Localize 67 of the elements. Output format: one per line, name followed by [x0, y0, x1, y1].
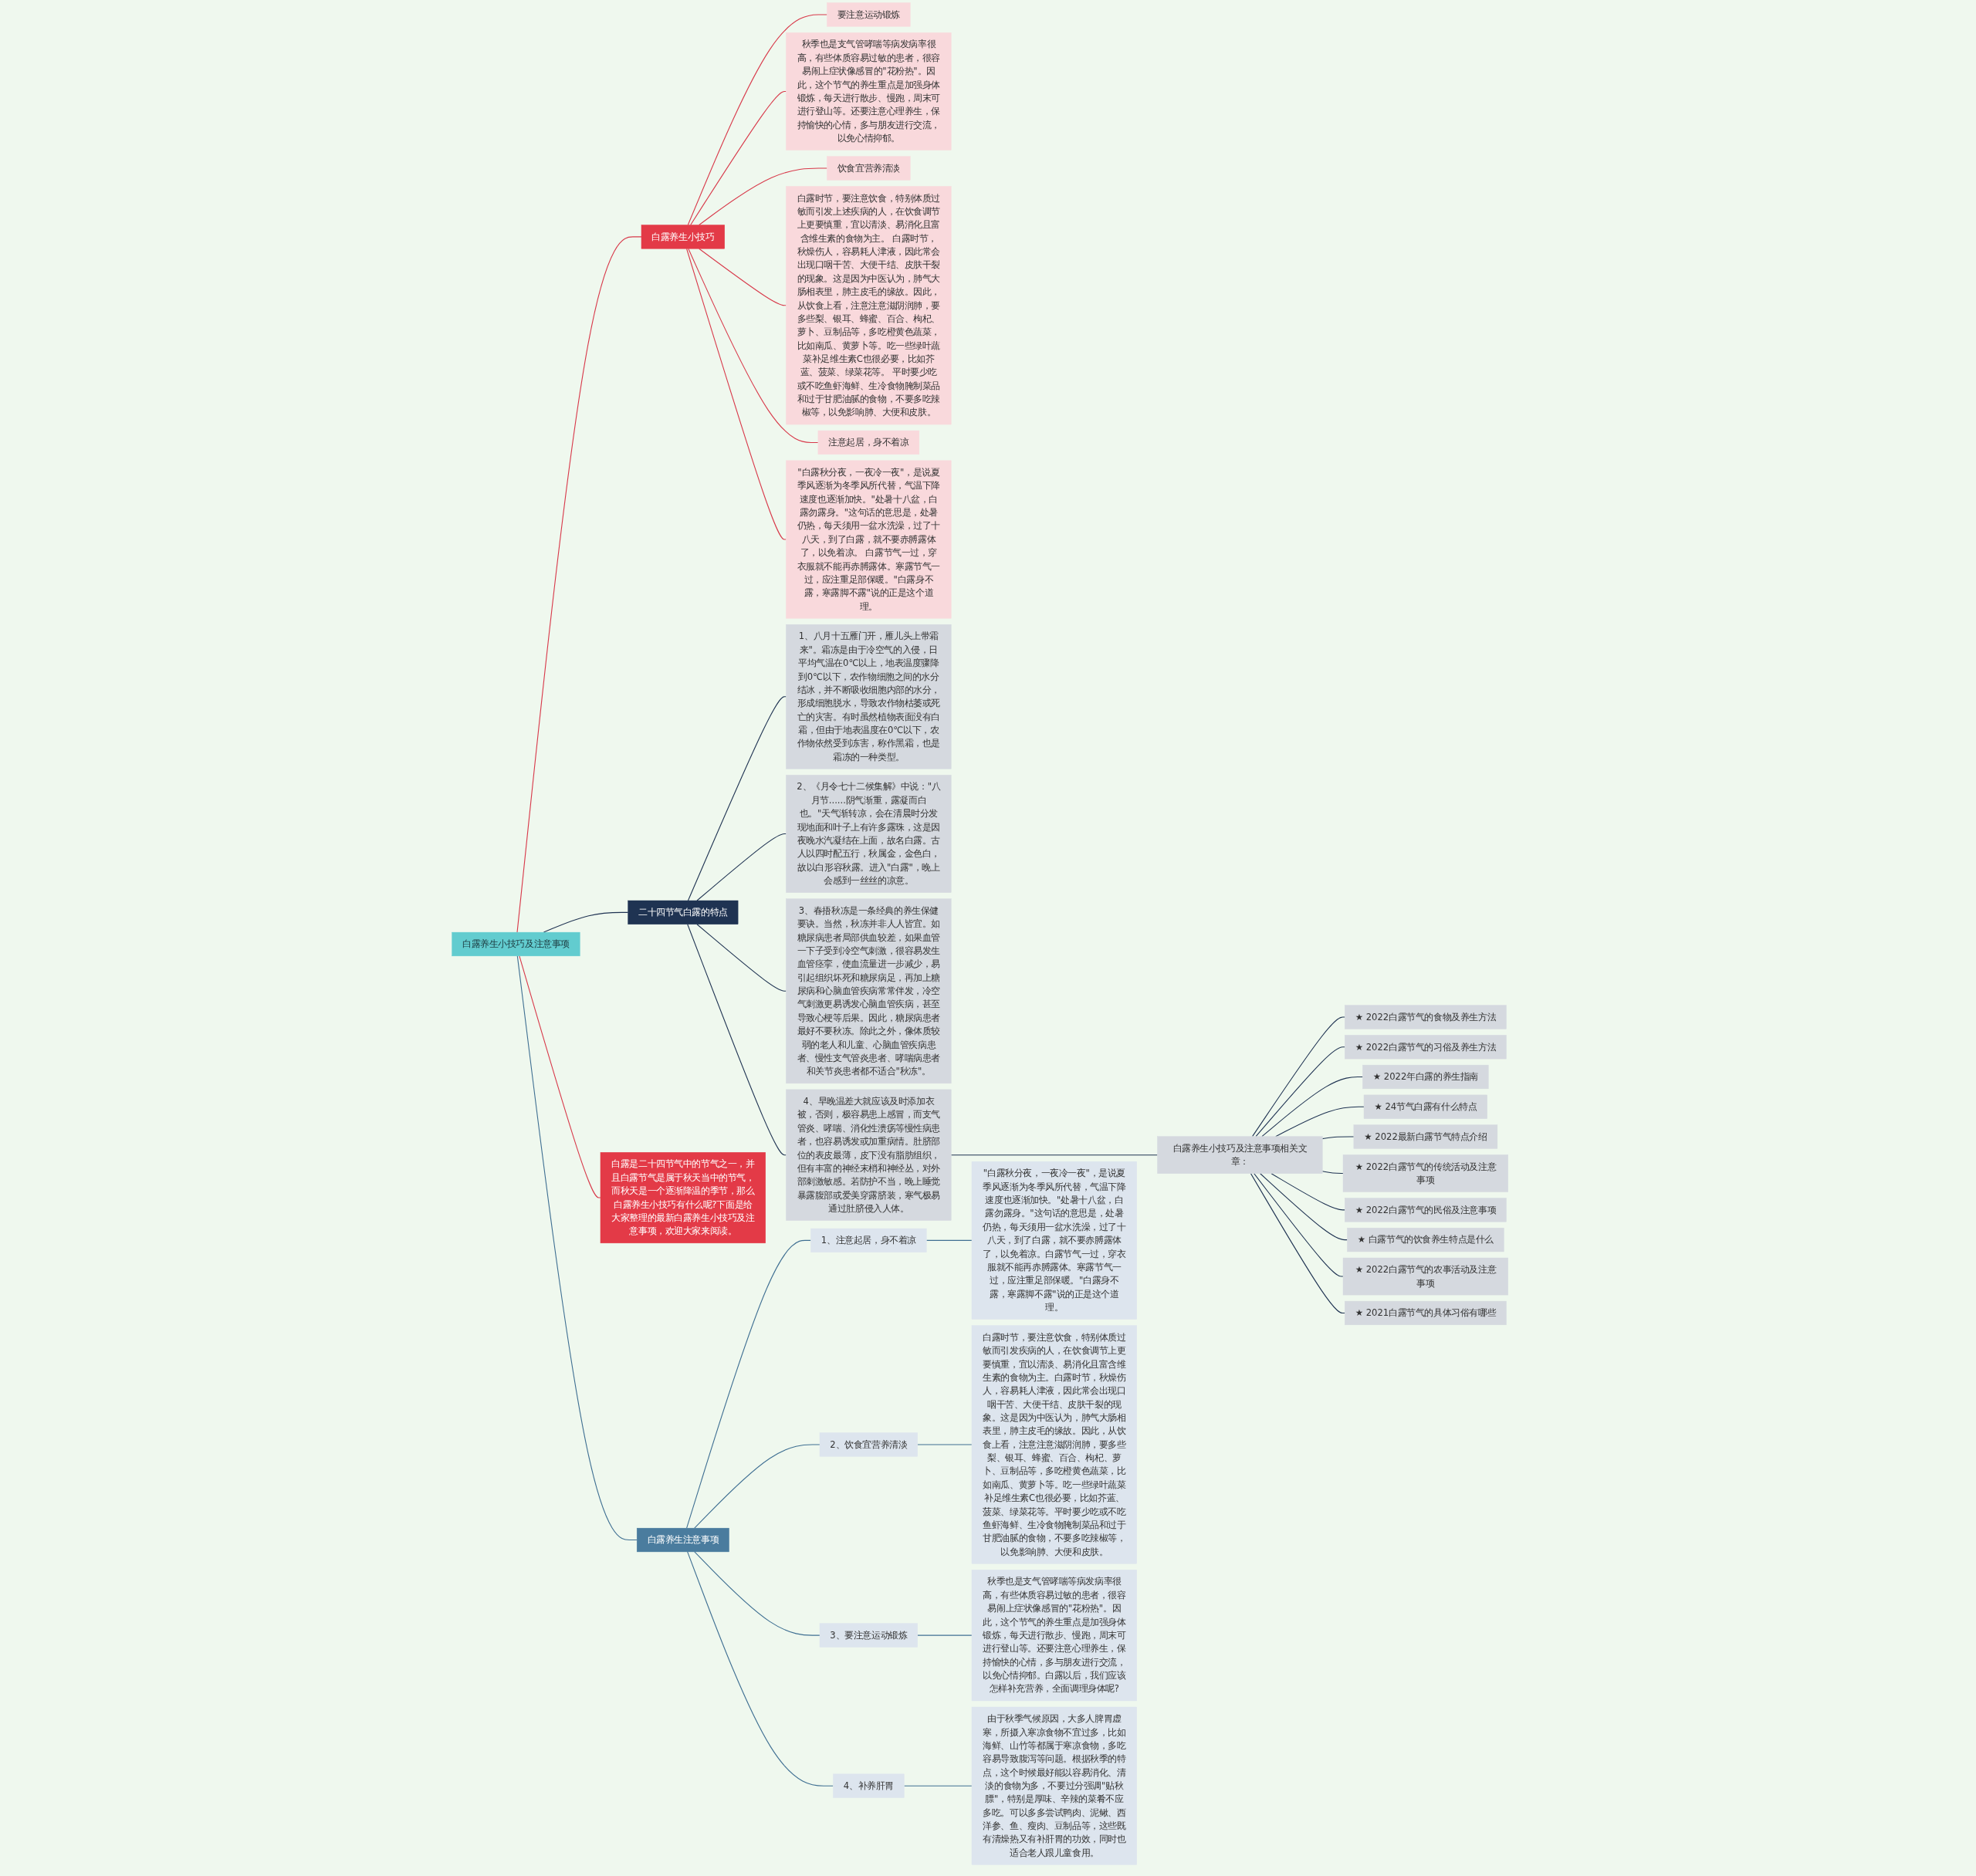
node-box: 白露养生小技巧: [641, 225, 726, 249]
connector: [917, 1444, 973, 1445]
node-box: ★ 2022白露节气的传统活动及注意事项: [1343, 1154, 1509, 1192]
connector: [687, 1551, 834, 1786]
connector: [926, 1239, 973, 1241]
node-box: ★ 2022最新白露节气特点介绍: [1353, 1124, 1498, 1149]
connector: [699, 248, 787, 306]
connector: [1261, 1076, 1364, 1137]
connector: [688, 248, 819, 443]
connector: [1252, 1016, 1346, 1137]
connector: [690, 90, 787, 226]
node-box: ★ 2022白露节气的食物及养生方法: [1345, 1005, 1507, 1029]
node-box: ★ 2022年白露的养生指南: [1362, 1064, 1489, 1090]
connector: [688, 696, 787, 901]
node-box: 4、补养肝胃: [833, 1773, 905, 1798]
connector: [543, 911, 629, 933]
node-box: 3、春捂秋冻是一条经典的养生保健要诀。当然，秋冻并非人人皆宜。如糖尿病患者局部供血较差，如果血管一下子受到冷空气刺激，很容易发生血管痉挛，使血流量进一步减少，易引起组织坏死和糖尿病足，再加上糖尿病和心脑血管疾病常常伴发，冷空气刺激更易诱发心脑血管疾病，甚至导致心梗等后果。因此，糖尿病患者最好不要秋冻。除此之外，像体质较弱的老人和儿童、心脑血管疾病患者、慢性支气管炎患者、哮喘病患者和关节炎患者都不适合"秋冻"。: [786, 898, 952, 1084]
node-box: 白露时节，要注意饮食，特别体质过敏而引发疾病的人，在饮食调节上更要慎重，宜以清淡、易消化且富含维生素的食物为主。白露时节，秋燥伤人，容易耗人津液，因此常会出现口咽干苦、大便干结、皮肤干裂的现象。这是因为中医认为，肺气大肠相表里，肺主皮毛的缘故。因此，从饮食上看，注意注意滋阴润肺，要多些梨、银耳、蜂蜜、百合、枸杞、萝卜、豆制品等，多吃橙黄色蔬菜，比如南瓜、黄萝卜等。吃一些绿叶蔬菜补足维生素C也很必要，比如芥蓝、菠菜、绿菜花等。平时要少吃或不吃鱼虾海鲜、生冷食物腌制菜品和过于甘肥油腻的食物，不要多吃辣椒等，以免影响肺、大便和皮肤。: [972, 1325, 1138, 1564]
node-box: ★ 2022白露节气的习俗及养生方法: [1345, 1035, 1507, 1060]
node-box: 4、早晚温差大就应该及时添加衣被，否则，极容易患上感冒，而支气管炎、哮喘、消化性溃疡等慢性病患者，也容易诱发或加重病情。肚脐部位的表皮最薄，皮下没有脂肪组织，但有丰富的神经末梢和神经丛，对外部刺激敏感。若防护不当，晚上睡觉暴露腹部或爱美穿露脐装，寒气极易通过肚脐侵入人体。: [786, 1089, 952, 1221]
connector: [686, 1239, 812, 1529]
node-box: 白露养生小技巧及注意事项相关文章：: [1157, 1136, 1323, 1174]
node-box: 1、注意起居，身不着凉: [810, 1228, 927, 1252]
node-box: 秋季也是支气管哮喘等病发病率很高，有些体质容易过敏的患者，很容易闹上症状像感冒的"花粉热"。因此，这个节气的养生重点是加强身体锻炼，每天进行散步、慢跑，周末可进行登山等。还要注意心理养生，保持愉快的心情，多与朋友进行交流，以免心情抑郁。白露以后，我们应该怎样补充营养，全面调理身体呢?: [972, 1570, 1138, 1702]
node-box: ★ 2021白露节气的具体习俗有哪些: [1345, 1300, 1507, 1326]
connector: [1322, 1171, 1344, 1174]
node-box: 3、要注意运动锻炼: [820, 1623, 919, 1648]
connector: [1254, 1173, 1344, 1277]
connector: [699, 167, 828, 226]
connector: [1255, 1046, 1346, 1137]
node-box: 注意起居，身不着凉: [818, 430, 920, 455]
node-box: 由于秋季气候原因，大多人脾胃虚寒，所摄入寒凉食物不宜过多，比如海鲜、山竹等都属于寒凉食物，多吃容易导致腹泻等问题。根据秋季的特点，这个时候最好能以容易消化、清淡的食物为多，不要过分强调"贴秋膘"，特别是厚味、辛辣的菜肴不应多吃。可以多多尝试鸭肉、泥鳅、西洋参、鱼、瘦肉、豆制品等，这些既有清燥热又有补肝胃的功效，同时也适合老人跟儿童食用。: [972, 1706, 1138, 1865]
connector: [696, 924, 787, 992]
node-box: "白露秋分夜，一夜冷一夜"，是说夏季风逐渐为冬季风所代替，气温下降速度也逐渐加快。"处暑十八盆，白露勿露身。"这句话的意思是，处暑仍热，每天须用一盆水洗澡，过了十八天，到了白露，就不要赤膊露体了，以免着凉。白露节气一过，穿衣服就不能再赤膊露体。寒露节气一过，应注重足部保暖。"白露身不露，寒露脚不露"说的正是这个道理。: [972, 1161, 1138, 1320]
node-box: ★ 白露节气的饮食养生特点是什么: [1347, 1228, 1504, 1252]
connector: [517, 955, 638, 1541]
node-box: 2、《月令七十二候集解》中说："八月节......阴气渐重，露凝而白也。"天气渐转凉，会在清晨时分发现地面和叶子上有许多露珠，这是因夜晚水汽凝结在上面，故名白露。古人以四时配五行，秋属金，金色白，故以白形容秋露。进入"白露"，晚上会感到一丝丝的凉意。: [786, 775, 952, 893]
node-box: 秋季也是支气管哮喘等病发病率很高，有些体质容易过敏的患者，很容易闹上症状像感冒的"花粉热"。因此，这个节气的养生重点是加强身体锻炼，每天进行散步、慢跑，周末可进行登山等。还要注意心理养生，保持愉快的心情，多与朋友进行交流，以免心情抑郁。: [786, 32, 952, 150]
node-box: ★ 2022白露节气的农事活动及注意事项: [1343, 1257, 1509, 1296]
connector: [687, 924, 787, 1156]
node-box: 1、八月十五雁门开，雁儿头上带霜来"。霜冻是由于冷空气的入侵，日平均气温在0℃以上，地表温度骤降到0℃以下，农作物细胞之间的水分结冰，并不断吸收细胞内部的水分，形成细胞脱水，导致农作物枯萎或死亡的灾害。有时虽然植物表面没有白霜，但由于地表温度在0℃以下，农作物依然受到冻害，称作黑霜，也是霜冻的一种类型。: [786, 624, 952, 769]
connector: [1271, 1173, 1346, 1211]
node-box: 白露时节，要注意饮食，特别体质过敏而引发上述疾病的人，在饮食调节上更要慎重，宜以清淡、易消化且富含维生素的食物为主。 白露时节，秋燥伤人，容易耗人津液，因此常会出现口咽干苦、大便干结、皮肤干裂的现象。这是因为中医认为，肺气大肠相表里，肺主皮毛的缘故。因此，从饮食上看，注意注意滋阴润肺，要多些梨、银耳、蜂蜜、百合、枸杞、萝卜、豆制品等，多吃橙黄色蔬菜，比如南瓜、黄萝卜等。吃一些绿叶蔬菜补足维生素C也很必要，比如芥蓝、菠菜、绿菜花等。 平时要少吃或不吃鱼虾海鲜、生冷食物腌制菜品和过于甘肥油腻的食物，不要多吃辣椒等，以免影响肺、大便和皮肤。: [786, 186, 952, 425]
node-box: 二十四节气白露的特点: [628, 900, 739, 924]
node-box: 白露是二十四节气中的节气之一，并且白露节气是属于秋天当中的节气，而秋天是一个逐渐降温的季节，那么白露养生小技巧有什么呢?下面是给大家整理的最新白露养生小技巧及注意事项，欢迎大家来阅读。: [601, 1152, 766, 1244]
node-box: "白露秋分夜，一夜冷一夜"，是说夏季风逐渐为冬季风所代替，气温下降速度也逐渐加快。"处暑十八盆，白露勿露身。"这句话的意思是，处暑仍热，每天须用一盆水洗澡，过了十八天，到了白露，就不要赤膊露体了，以免着凉。 白露节气一过，穿衣服就不能再赤膊露体。寒露节气一过，应注重足部保暖。"白露身不露，寒露脚不露"说的正是这个道理。: [786, 460, 952, 619]
connector: [688, 14, 828, 226]
connector: [951, 1154, 1159, 1156]
connector: [1260, 1173, 1348, 1241]
connector: [686, 248, 787, 540]
connector: [516, 236, 642, 933]
connector: [904, 1785, 973, 1786]
node-box: ★ 24节气白露有什么特点: [1364, 1094, 1488, 1119]
connector: [1275, 1106, 1365, 1137]
connector: [696, 833, 787, 901]
node-box: 饮食宜营养清淡: [827, 156, 911, 181]
connector: [694, 1444, 821, 1529]
connector: [1250, 1173, 1346, 1314]
connector: [694, 1551, 821, 1636]
connector: [1322, 1136, 1355, 1140]
connector: [519, 955, 601, 1198]
node-box: 白露养生注意事项: [637, 1527, 730, 1553]
node-box: 2、饮食宜营养清淡: [820, 1432, 919, 1457]
node-box: ★ 2022白露节气的民俗及注意事项: [1345, 1198, 1507, 1222]
node-box: 要注意运动锻炼: [827, 2, 911, 27]
connector: [917, 1634, 973, 1636]
node-box: 白露养生小技巧及注意事项: [452, 931, 580, 957]
